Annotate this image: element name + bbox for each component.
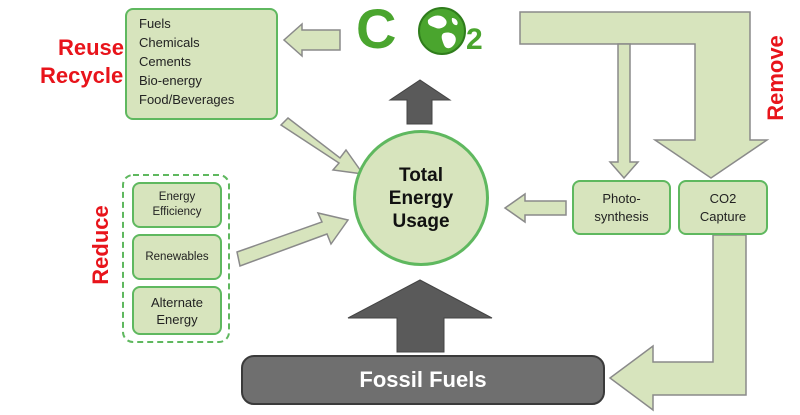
photosynthesis-line-1: Photo-	[602, 190, 641, 206]
reuse-to-center-arrow	[279, 117, 365, 175]
center-line-3: Usage	[392, 210, 450, 232]
total-energy-usage-circle: Total Energy Usage	[353, 130, 489, 266]
energy-efficiency-box: Energy Efficiency	[132, 182, 222, 228]
reuse-item: Chemicals	[139, 35, 200, 50]
co2-subscript: 2	[466, 23, 483, 56]
co2-to-reuse-arrow	[282, 22, 341, 58]
center-to-co2-arrow	[388, 79, 452, 125]
reuse-label: Reuse	[58, 35, 125, 60]
photosynthesis-to-center-arrow	[503, 192, 567, 224]
renewables-label: Renewables	[145, 250, 209, 263]
fossil-to-center-arrow	[347, 279, 493, 353]
reuse-item: Food/Beverages	[139, 92, 235, 107]
center-line-1: Total	[399, 164, 443, 186]
reuse-item: Bio-energy	[139, 73, 202, 88]
photosynthesis-box: Photo- synthesis	[572, 180, 671, 235]
center-line-2: Energy	[388, 187, 454, 209]
photosynthesis-line-2: synthesis	[594, 208, 649, 224]
co2-capture-box: CO2 Capture	[678, 180, 768, 235]
to-photosynthesis-arrow	[608, 43, 640, 180]
remove-arrow	[519, 11, 770, 179]
fossil-fuels-bar	[241, 355, 605, 405]
co2-letter-c: C	[356, 0, 397, 60]
remove-label: Remove	[763, 35, 788, 121]
reduce-to-center-arrow	[236, 211, 350, 268]
energy-efficiency-label: Energy Efficiency	[152, 191, 202, 218]
recycle-label: Recycle	[40, 63, 124, 88]
reduce-group-border	[122, 174, 230, 343]
reduce-label: Reduce	[88, 205, 113, 285]
co2-capture-line-1: CO2	[709, 190, 737, 206]
reuse-item: Cements	[139, 54, 192, 69]
fossil-fuels-label: Fossil Fuels	[359, 367, 487, 392]
renewables-box: Renewables	[132, 234, 222, 280]
alternate-energy-label: Alternate Energy	[150, 294, 204, 327]
reuse-item: Fuels	[139, 16, 171, 31]
alternate-energy-box: Alternate Energy	[132, 286, 222, 335]
globe-icon	[418, 7, 466, 55]
capture-to-fossil-arrow	[608, 234, 747, 412]
co2-capture-line-2: Capture	[699, 208, 747, 224]
reuse-box: Fuels Chemicals Cements Bio-energy Food/…	[125, 8, 278, 120]
